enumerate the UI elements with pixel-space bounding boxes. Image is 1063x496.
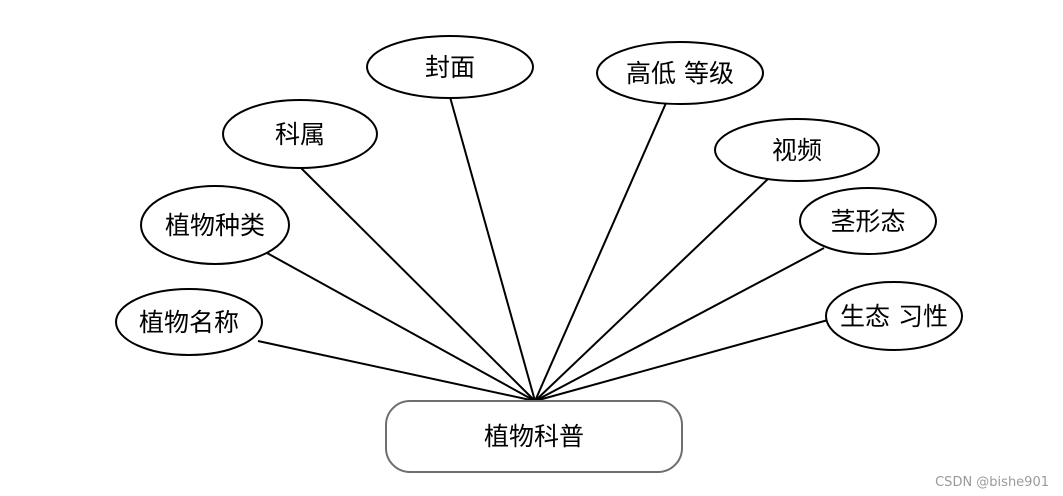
- connector-habit: [534, 319, 829, 402]
- attribute-stem-form: 茎形态: [799, 187, 937, 255]
- attribute-label: 视频: [772, 136, 822, 165]
- attribute-ellipse: [140, 185, 290, 265]
- attribute-ellipse: [222, 99, 378, 169]
- entity-label: 植物科普: [484, 422, 584, 451]
- attribute-label: 高低 等级: [626, 59, 734, 88]
- entity-plant-science: 植物科普: [385, 400, 683, 473]
- connector-cover: [449, 96, 536, 402]
- attribute-ellipse: [115, 288, 263, 356]
- attribute-habit: 生态 习性: [825, 281, 963, 351]
- attribute-label: 封面: [425, 53, 475, 82]
- attribute-label: 植物种类: [165, 211, 265, 240]
- attribute-ellipse: [714, 118, 880, 182]
- attribute-grade: 高低 等级: [596, 41, 764, 105]
- attribute-label: 植物名称: [139, 308, 239, 337]
- attribute-ellipse: [596, 41, 764, 105]
- attribute-label: 生态 习性: [840, 302, 948, 331]
- connector-video: [534, 177, 770, 402]
- connectors: [257, 96, 829, 402]
- attribute-plant-type: 植物种类: [140, 185, 290, 265]
- connector-grade: [534, 102, 667, 402]
- attribute-family-genus: 科属: [222, 99, 378, 169]
- attribute-ellipse: [366, 35, 534, 99]
- connector-plant-name: [257, 340, 536, 402]
- connector-plant-type: [266, 252, 536, 402]
- attribute-label: 茎形态: [830, 207, 905, 236]
- entity-box: [385, 400, 683, 473]
- watermark: CSDN @bishe901: [935, 475, 1049, 490]
- connector-stem-form: [534, 247, 825, 402]
- attribute-label: 科属: [275, 120, 325, 149]
- attribute-video: 视频: [714, 118, 880, 182]
- attribute-cover: 封面: [366, 35, 534, 99]
- attribute-ellipse: [799, 187, 937, 255]
- connector-family-genus: [299, 166, 536, 402]
- attribute-ellipse: [825, 281, 963, 351]
- attribute-plant-name: 植物名称: [115, 288, 263, 356]
